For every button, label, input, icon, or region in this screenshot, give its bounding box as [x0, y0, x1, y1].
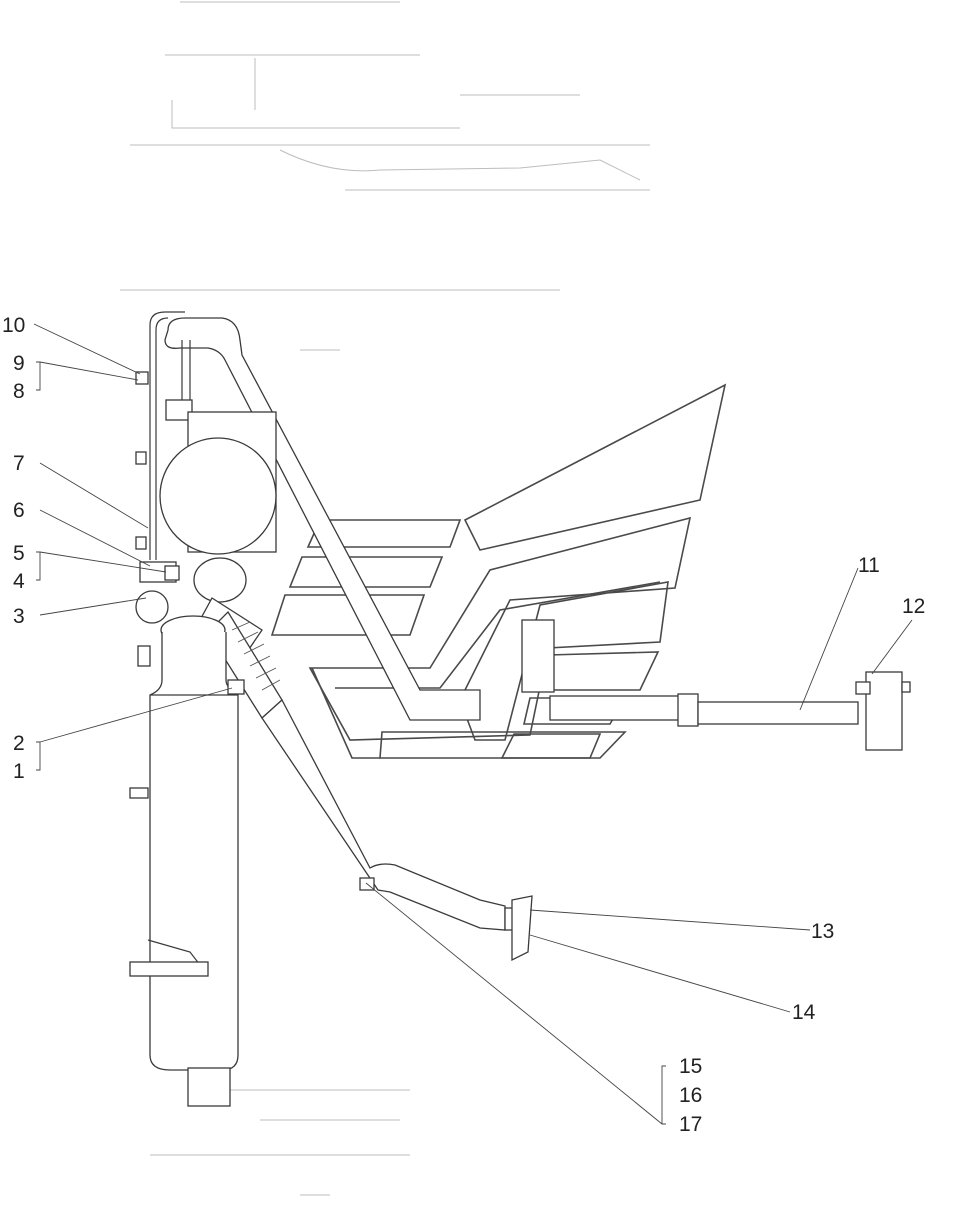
label-5: 5	[13, 542, 25, 565]
label-10: 10	[2, 314, 25, 337]
exhaust-pipe-lower	[261, 698, 533, 962]
label-8: 8	[13, 380, 25, 403]
label-2: 2	[13, 732, 25, 755]
part-number-labels: 10 9 8 7 6 5 4 3 2 1 11 12 13 14 15 16 1…	[2, 314, 925, 1136]
leader-lines	[33, 323, 913, 1125]
label-11: 11	[858, 554, 880, 577]
label-16: 16	[679, 1084, 702, 1107]
silencer-body	[129, 615, 245, 1107]
label-17: 17	[679, 1113, 702, 1136]
label-4: 4	[13, 570, 25, 593]
label-6: 6	[13, 499, 25, 522]
label-13: 13	[811, 920, 834, 943]
label-14: 14	[792, 1001, 816, 1024]
faint-background-sketch	[120, 1, 650, 1196]
silencer-drum	[159, 411, 277, 555]
label-3: 3	[13, 605, 25, 628]
label-1: 1	[13, 760, 25, 783]
exhaust-pipe-main	[164, 317, 481, 721]
label-15: 15	[679, 1055, 702, 1078]
mounting-bracket-strap	[135, 311, 193, 560]
label-12: 12	[902, 595, 925, 618]
label-7: 7	[13, 452, 25, 475]
label-9: 9	[13, 352, 25, 375]
tail-pipe	[521, 619, 911, 751]
